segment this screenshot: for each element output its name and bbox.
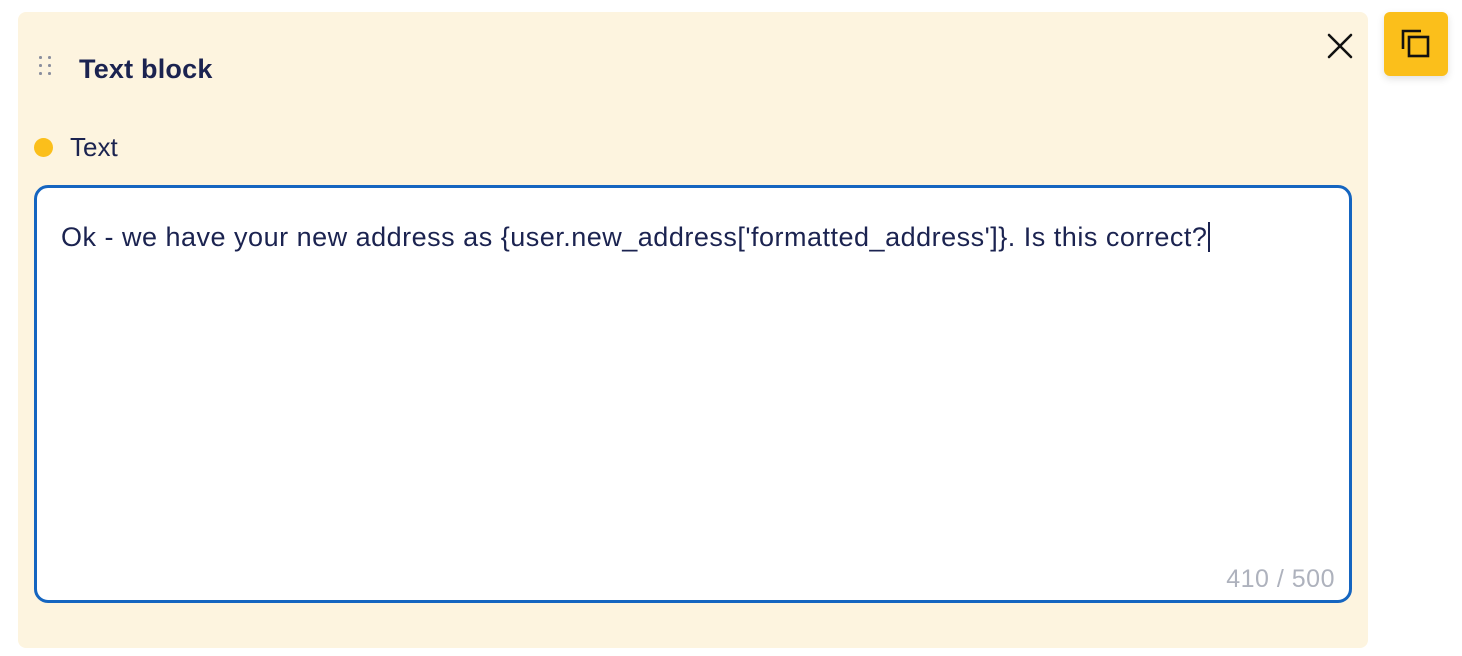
status-dot: [34, 138, 53, 157]
text-block-card: Text block Text Ok - we have your new ad…: [18, 12, 1368, 648]
close-icon[interactable]: [1324, 30, 1356, 62]
character-counter: 410 / 500: [1226, 565, 1335, 593]
text-content-value[interactable]: Ok - we have your new address as {user.n…: [61, 214, 1301, 260]
duplicate-button[interactable]: [1384, 12, 1448, 76]
drag-handle-icon[interactable]: [39, 56, 55, 78]
text-content-string: Ok - we have your new address as {user.n…: [61, 222, 1208, 252]
block-title: Text block: [79, 54, 213, 84]
text-caret: [1208, 222, 1211, 252]
text-field-label-row: Text: [34, 132, 118, 163]
duplicate-icon: [1401, 29, 1430, 58]
text-field-label: Text: [70, 132, 118, 162]
text-content-input[interactable]: Ok - we have your new address as {user.n…: [34, 185, 1352, 603]
